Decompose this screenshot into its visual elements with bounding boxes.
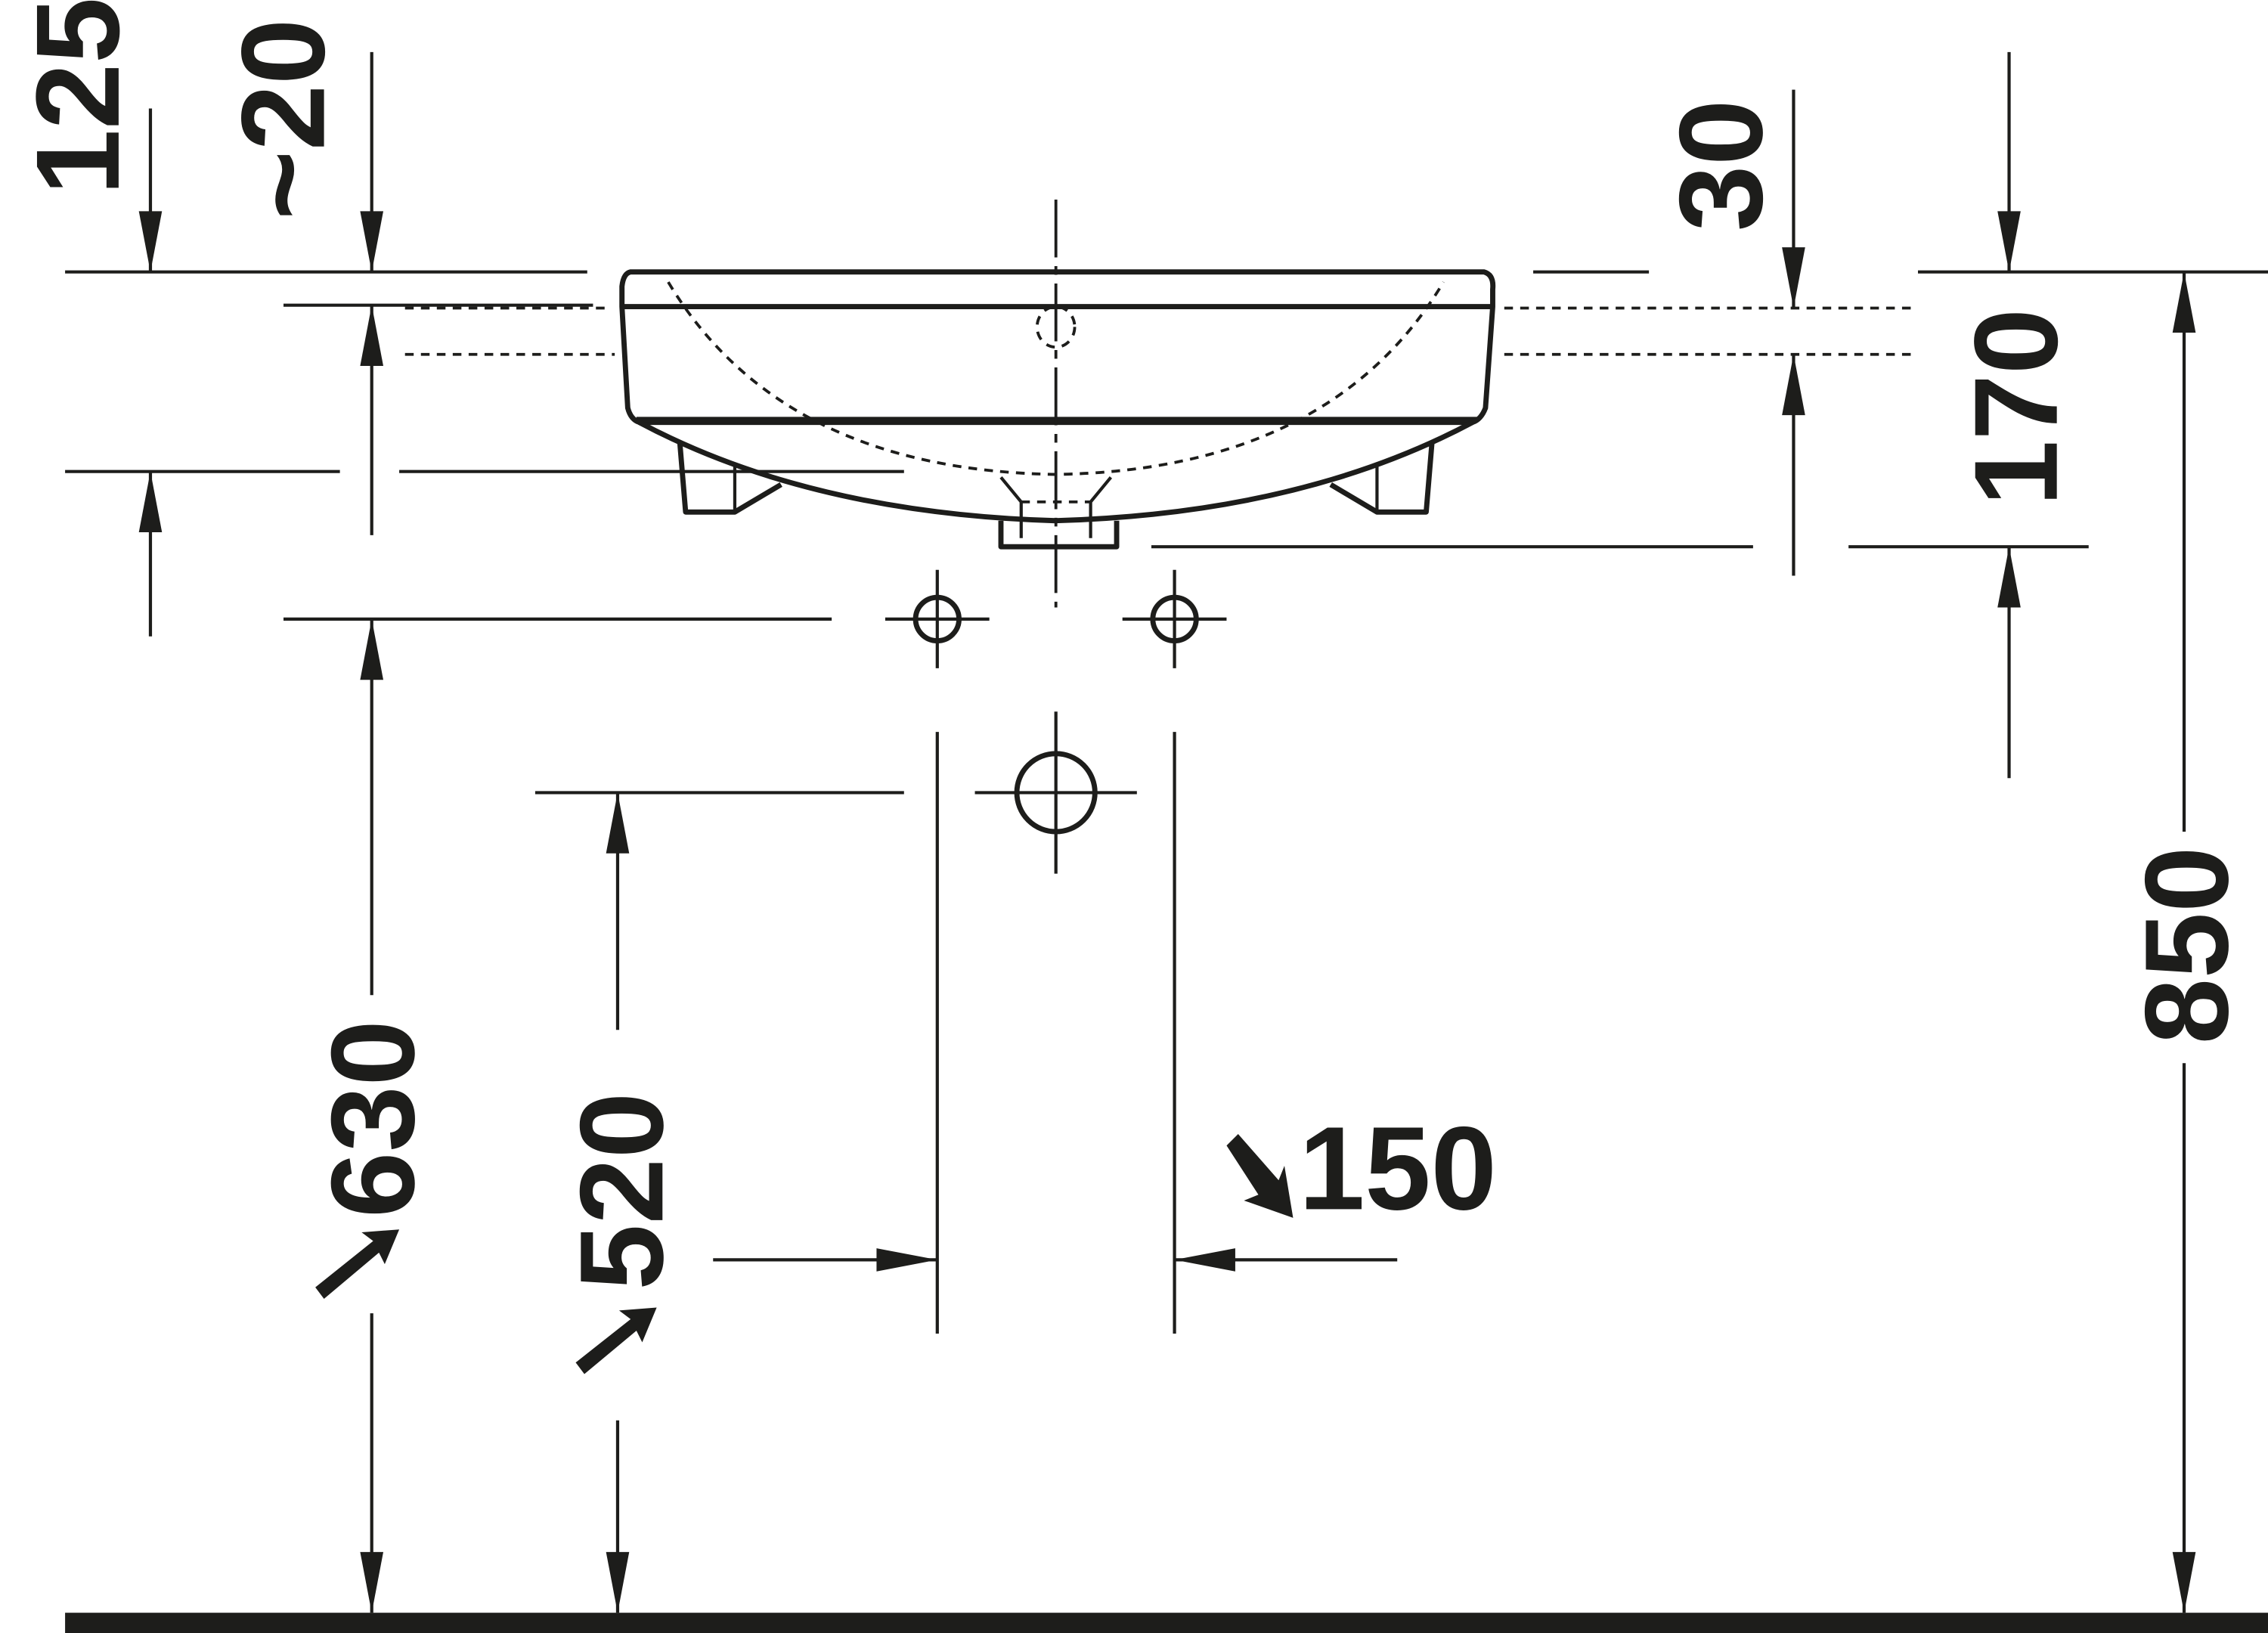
label-520: 520 [556,1092,688,1291]
label-630: 630 [307,1020,439,1218]
label-30: 30 [1655,100,1787,231]
supply-connection-left [885,569,990,668]
reference-lines [65,270,2268,795]
dimension-850 [2172,271,2196,1613]
dimension-125 [138,108,163,637]
dimension-30 [1782,89,1805,576]
dimension-150 [713,1133,1398,1272]
dimension-170 [1997,51,2021,779]
label-170: 170 [1950,308,2083,507]
label-150: 150 [1299,1102,1497,1235]
dimension-630 [315,618,400,1613]
approx-arrow-icon [1226,1133,1294,1218]
approx-arrow-icon [575,1307,657,1374]
floor-line [65,1613,2268,1633]
label-20: ~20 [218,19,350,220]
approx-arrow-icon [315,1229,400,1300]
supply-connection-right [1122,569,1227,668]
dimension-20 [360,51,384,535]
label-850: 850 [2121,847,2253,1045]
label-125: 125 [12,0,144,195]
dimension-520 [575,792,657,1613]
waste-connection [974,711,1137,874]
washbasin [619,269,1496,550]
